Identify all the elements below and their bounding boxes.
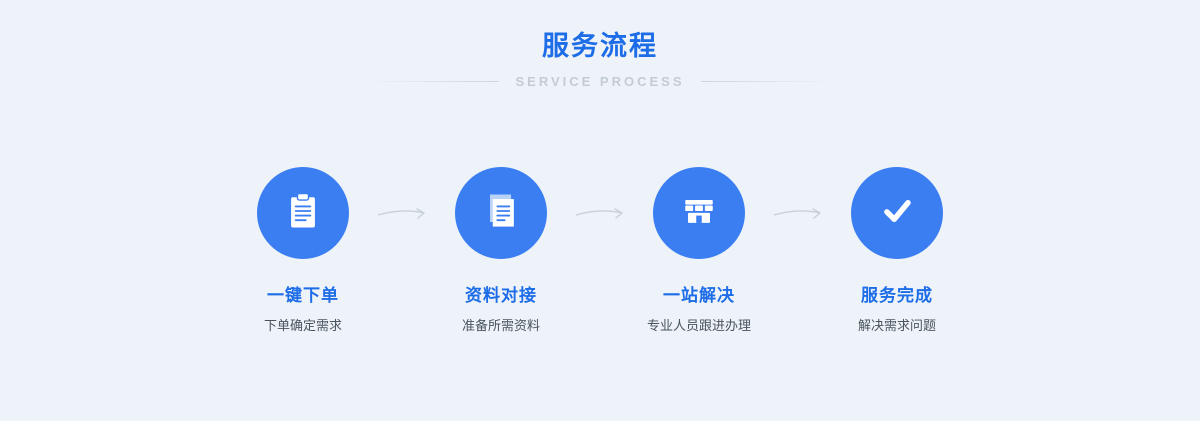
step-description: 下单确定需求: [263, 318, 342, 333]
step-title: 资料对接: [465, 286, 537, 305]
step-icon-circle: [653, 167, 745, 259]
documents-icon: [479, 189, 523, 238]
step-title: 服务完成: [861, 286, 933, 305]
arrow-icon: [574, 203, 626, 228]
step-icon-circle: [257, 167, 349, 259]
check-icon: [875, 189, 919, 238]
section-subtitle: SERVICE PROCESS: [515, 74, 685, 89]
arrow-icon: [376, 203, 428, 228]
divider-line-left: [369, 81, 500, 82]
process-step-3: 一站解决 专业人员跟进办理: [620, 167, 778, 334]
step-icon-circle: [455, 167, 547, 259]
step-icon-circle: [851, 167, 943, 259]
process-step-2: 资料对接 准备所需资料: [422, 167, 580, 334]
process-step-4: 服务完成 解决需求问题: [818, 167, 976, 334]
section-header: 服务流程 SERVICE PROCESS: [0, 0, 1200, 89]
arrow-icon: [772, 203, 824, 228]
step-description: 专业人员跟进办理: [646, 318, 751, 333]
steps-row: 一键下单 下单确定需求: [0, 167, 1200, 334]
section-title: 服务流程: [542, 31, 658, 61]
step-description: 准备所需资料: [461, 318, 540, 333]
step-description: 解决需求问题: [857, 318, 936, 333]
divider-line-right: [700, 81, 831, 82]
process-step-1: 一键下单 下单确定需求: [224, 167, 382, 334]
step-title: 一站解决: [663, 286, 735, 305]
clipboard-icon: [281, 189, 325, 238]
storefront-icon: [677, 189, 721, 238]
section-subtitle-row: SERVICE PROCESS: [0, 74, 1200, 89]
step-title: 一键下单: [267, 286, 339, 305]
